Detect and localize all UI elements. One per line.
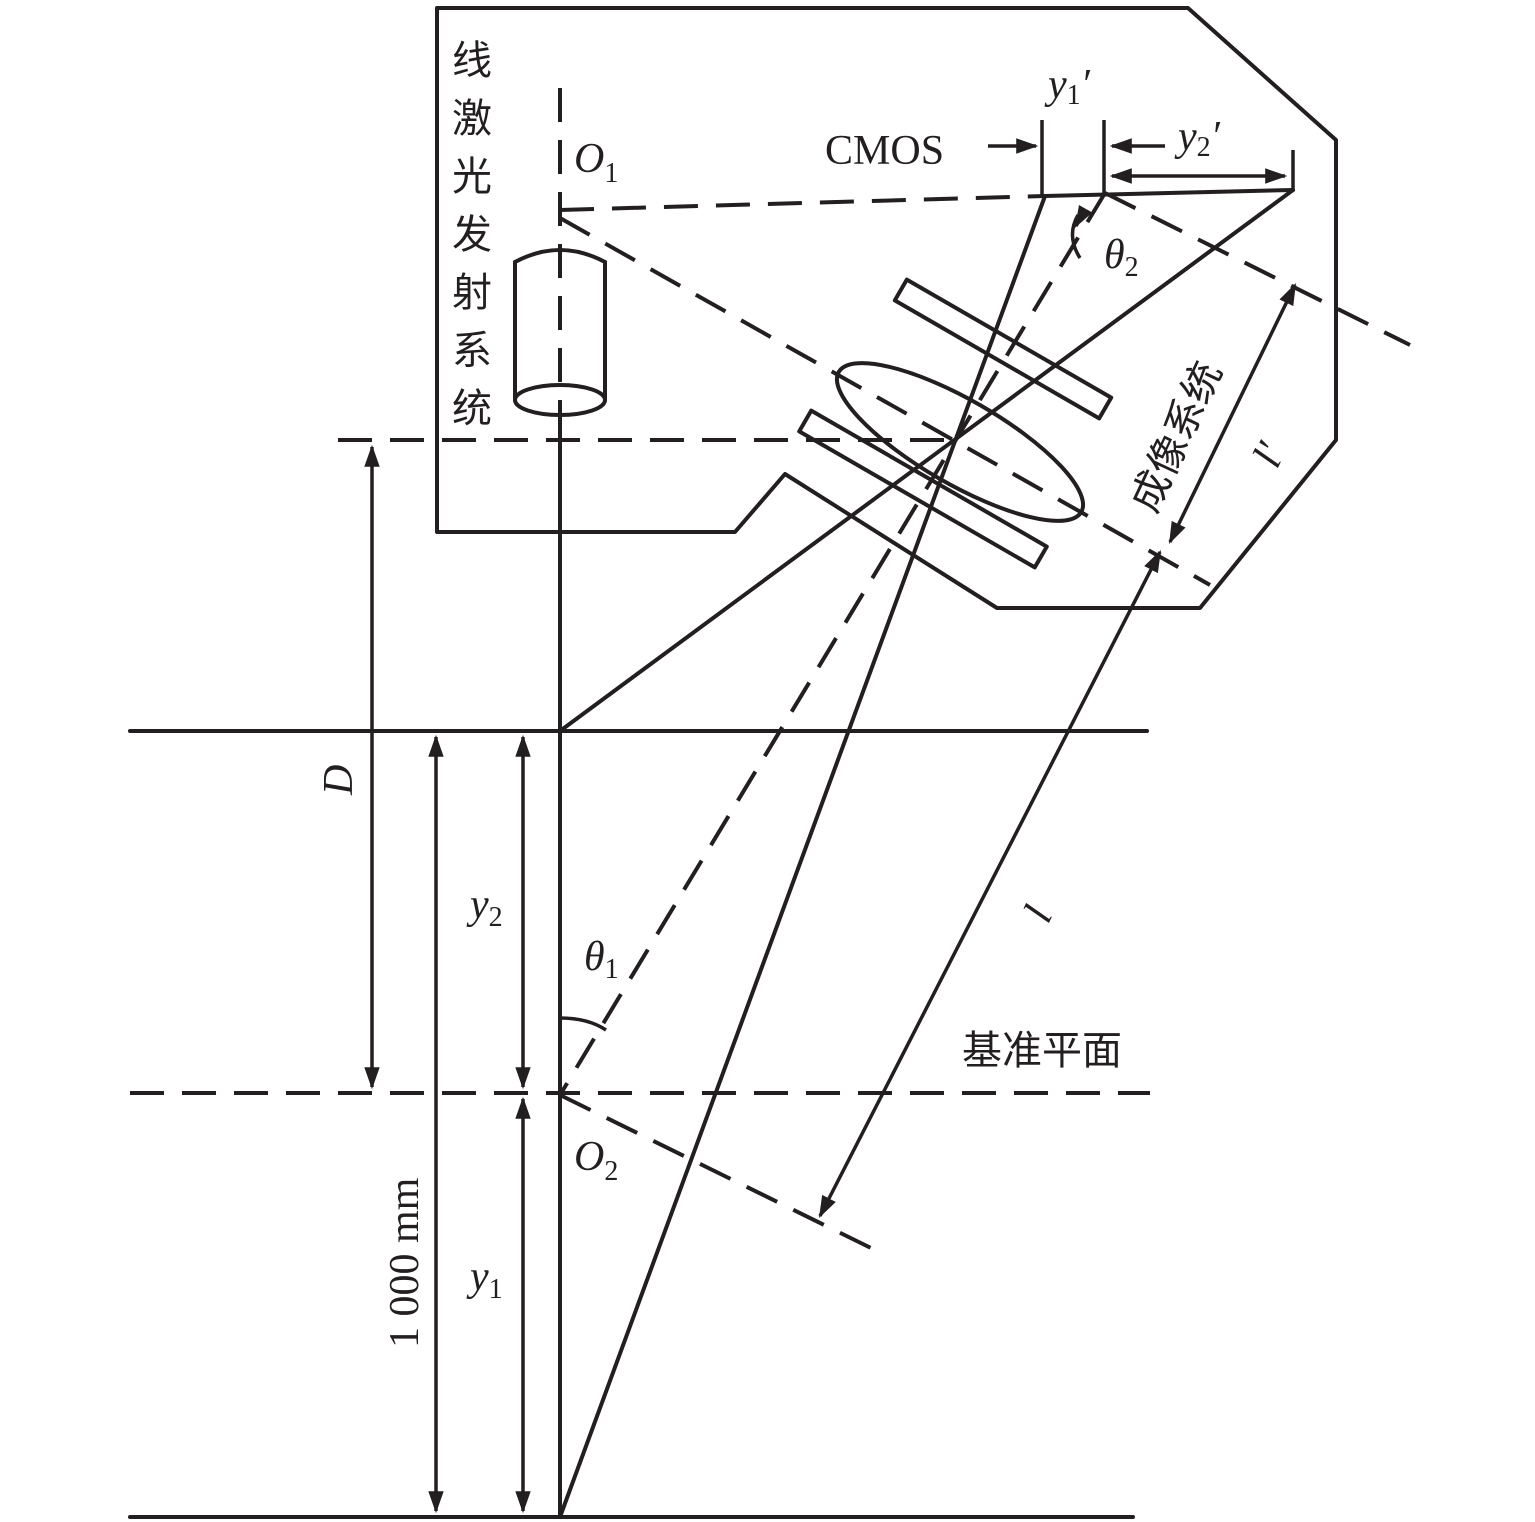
svg-text:激: 激 <box>452 96 492 142</box>
o2-label: O2 <box>574 1134 618 1187</box>
svg-text:线: 线 <box>452 38 492 84</box>
distance-label: 1 000 mm <box>382 1177 428 1348</box>
ray-near <box>558 188 1295 733</box>
d-label: D <box>316 765 362 796</box>
l-prime-label: l′ <box>1244 435 1295 474</box>
svg-text:射: 射 <box>452 270 492 316</box>
theta1-label: θ1 <box>584 934 619 985</box>
optical-axis-dashed <box>559 216 1211 587</box>
y1-prime-label: y1′ <box>1044 62 1091 111</box>
o2-axis-dashed <box>559 1093 876 1252</box>
l-label: l <box>1015 899 1062 929</box>
y1-label: y1 <box>466 1254 503 1305</box>
o1-label: O1 <box>574 136 618 189</box>
svg-text:系: 系 <box>452 328 492 374</box>
theta2-arrow <box>1074 204 1093 228</box>
imaging-axis-dashed <box>558 191 1107 1097</box>
l-dimension <box>818 550 1162 1218</box>
filter-lower <box>797 408 1049 570</box>
svg-text:统: 统 <box>452 386 492 432</box>
reference-plane-label: 基准平面 <box>962 1028 1122 1074</box>
cmos-sensor-line <box>1043 188 1295 198</box>
theta2-label: θ2 <box>1104 232 1139 283</box>
y2-label: y2 <box>466 882 503 933</box>
image-plane-dashed <box>1104 191 1411 347</box>
theta1-arc <box>559 1016 607 1032</box>
o1-to-cmos-dashed <box>559 194 1046 212</box>
y2-prime-label: y2′ <box>1174 114 1221 163</box>
imaging-lens <box>834 361 1086 523</box>
laser-system-label: 线 激 光 发 射 系 统 <box>452 38 492 432</box>
filter-upper <box>892 277 1114 421</box>
ray-far <box>558 194 1047 1519</box>
imaging-system-label: 成像系统 <box>1122 355 1231 519</box>
svg-text:光: 光 <box>452 154 492 200</box>
l-prime-dimension <box>1168 283 1297 544</box>
cmos-label: CMOS <box>825 128 944 174</box>
svg-text:发: 发 <box>452 212 492 258</box>
sensor-housing <box>435 6 1338 610</box>
